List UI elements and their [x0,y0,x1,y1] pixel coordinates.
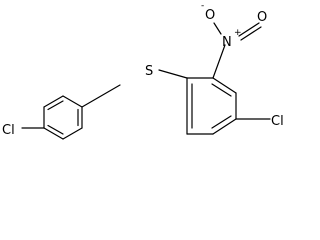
nitro-carbon-bond [212,44,226,79]
right-ring-inner-bond-1 [211,83,232,97]
left-ring-inner-bond-3 [47,124,64,135]
left-ring-inner-bond-1 [47,100,64,111]
sulfur-label: S [145,64,153,79]
molecule-diagram: Cl S O - N + O Cl [2,1,284,140]
left-ring-bond-3 [62,95,83,108]
right-ring-inner-bond-2 [211,115,232,129]
nitro-right-oxygen-double-bond [240,26,262,41]
nitrogen-label: N [222,35,232,50]
right-chlorine-label: Cl [271,114,284,129]
right-ring-bond-2 [212,77,237,94]
nitro-top-oxygen-charge: - [201,1,204,11]
sulfur-to-left-ring-bond [81,84,121,108]
nitro-top-oxygen-label: O [205,8,215,23]
nitro-right-oxygen-bond [238,22,260,37]
left-ring-bond-5 [62,127,83,140]
left-chlorine-label: Cl [2,123,15,138]
left-ring-bond-2 [43,95,64,108]
right-ring-bond-4 [212,118,237,135]
sulfur-to-right-ring-bond [158,69,188,79]
chemical-structure-canvas: Cl S O - N + O Cl [2,1,284,140]
nitro-top-oxygen-bond [213,22,222,35]
nitro-right-oxygen-label: O [257,10,267,25]
nitrogen-charge: + [234,28,242,38]
left-ring-bond-6 [43,127,64,140]
